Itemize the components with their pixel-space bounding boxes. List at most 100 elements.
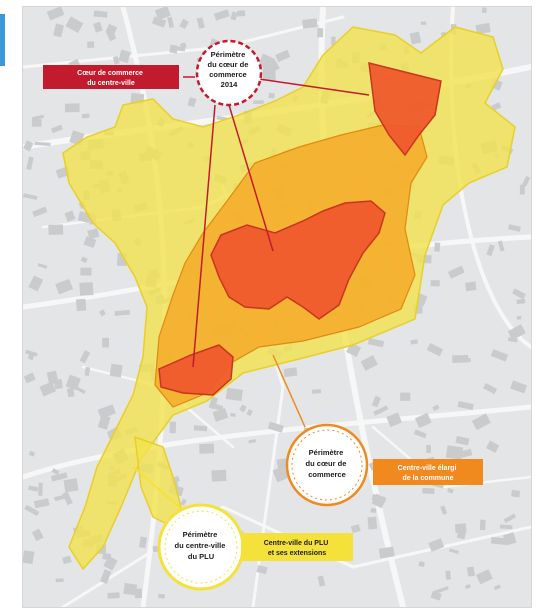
building bbox=[456, 527, 467, 540]
building bbox=[253, 100, 264, 104]
building bbox=[51, 468, 60, 476]
building bbox=[75, 298, 87, 312]
building bbox=[27, 351, 35, 361]
svg-text:Cœur de commerce du ce: Cœur de commerce du centre-ville bbox=[77, 70, 145, 87]
svg-text:Périmètre du cœur de: Périmètre du cœur de commerce 2014 bbox=[208, 50, 251, 89]
building bbox=[193, 425, 208, 432]
building bbox=[434, 242, 441, 252]
building bbox=[93, 21, 103, 33]
building bbox=[510, 380, 528, 394]
building bbox=[169, 44, 179, 54]
building bbox=[54, 494, 66, 502]
building bbox=[447, 265, 465, 279]
building bbox=[418, 561, 425, 567]
building bbox=[32, 206, 48, 218]
building bbox=[23, 372, 36, 384]
callout-middle[interactable]: Périmètre du cœur de commerce Centre-vil… bbox=[285, 423, 483, 507]
building bbox=[26, 156, 34, 171]
building bbox=[107, 592, 120, 599]
callout-top-circle-line2: du cœur de bbox=[208, 60, 249, 69]
building bbox=[483, 383, 498, 395]
map-panel[interactable]: Cœur de commerce du centre-ville Périmèt… bbox=[22, 6, 532, 608]
callout-middle-box-line1: Centre-ville élargi bbox=[398, 465, 457, 472]
building bbox=[371, 493, 386, 504]
building bbox=[490, 536, 506, 545]
building bbox=[118, 49, 131, 64]
building bbox=[481, 7, 487, 13]
svg-text:Périmètre du centre-vi: Périmètre du centre-ville du PLU bbox=[175, 530, 228, 561]
building bbox=[154, 7, 171, 21]
callout-middle-circle-line3: commerce bbox=[308, 470, 346, 479]
building bbox=[211, 402, 224, 412]
callout-top-circle bbox=[195, 39, 263, 107]
building bbox=[87, 228, 100, 240]
building bbox=[257, 53, 275, 71]
callout-middle-box bbox=[373, 459, 483, 485]
building bbox=[331, 36, 336, 46]
building bbox=[109, 363, 123, 378]
callout-bottom-box-line2: et ses extensions bbox=[268, 550, 326, 557]
building bbox=[499, 524, 513, 530]
zone-inner-northeast bbox=[368, 62, 442, 157]
svg-text:Centre-ville élargi de: Centre-ville élargi de la commune bbox=[398, 465, 459, 482]
building bbox=[83, 236, 97, 249]
building bbox=[275, 49, 291, 63]
building bbox=[55, 278, 74, 295]
building bbox=[79, 282, 94, 296]
building bbox=[112, 55, 120, 65]
building bbox=[476, 569, 493, 585]
building bbox=[169, 421, 177, 434]
building bbox=[519, 184, 525, 195]
callout-top[interactable]: Cœur de commerce du centre-ville Périmèt… bbox=[43, 39, 263, 107]
building bbox=[464, 583, 471, 590]
building bbox=[430, 591, 442, 601]
building bbox=[151, 16, 167, 28]
building bbox=[80, 267, 92, 276]
building bbox=[38, 482, 43, 496]
building bbox=[373, 405, 389, 416]
building bbox=[64, 210, 76, 222]
building bbox=[440, 505, 448, 515]
building bbox=[485, 440, 500, 453]
building bbox=[100, 569, 112, 584]
building bbox=[105, 28, 117, 42]
building bbox=[134, 588, 143, 599]
building bbox=[262, 67, 276, 81]
building bbox=[211, 469, 227, 482]
building bbox=[103, 555, 118, 571]
callout-bottom[interactable]: Périmètre du centre-ville du PLU Centre-… bbox=[157, 503, 353, 591]
building bbox=[99, 309, 106, 317]
connector-top-to-northeast bbox=[258, 78, 370, 96]
callout-middle-circle-line2: du cœur de bbox=[306, 459, 347, 468]
callout-bottom-box-line1: Centre-ville du PLU bbox=[264, 540, 329, 547]
building bbox=[230, 11, 238, 21]
building bbox=[180, 498, 187, 506]
building bbox=[102, 337, 110, 348]
callout-middle-circle bbox=[285, 423, 369, 507]
building bbox=[317, 28, 324, 38]
svg-text:Centre-ville du PLU et: Centre-ville du PLU et ses extensions bbox=[264, 540, 331, 557]
building bbox=[414, 412, 432, 429]
building bbox=[367, 337, 385, 348]
building bbox=[39, 381, 57, 397]
building bbox=[516, 315, 522, 320]
building bbox=[63, 478, 79, 493]
building bbox=[428, 538, 445, 552]
building bbox=[50, 124, 63, 134]
building bbox=[50, 472, 68, 482]
building bbox=[466, 566, 475, 577]
building bbox=[367, 516, 378, 530]
building bbox=[123, 582, 138, 596]
building bbox=[302, 18, 318, 29]
building bbox=[179, 18, 189, 30]
callout-connectors bbox=[132, 76, 370, 518]
building bbox=[52, 230, 60, 234]
building bbox=[46, 370, 59, 385]
building bbox=[196, 17, 205, 29]
building bbox=[212, 407, 229, 422]
building bbox=[84, 366, 91, 376]
connector-top-to-southwest bbox=[192, 104, 216, 368]
building bbox=[511, 489, 521, 498]
building bbox=[350, 524, 361, 534]
building bbox=[139, 536, 147, 549]
